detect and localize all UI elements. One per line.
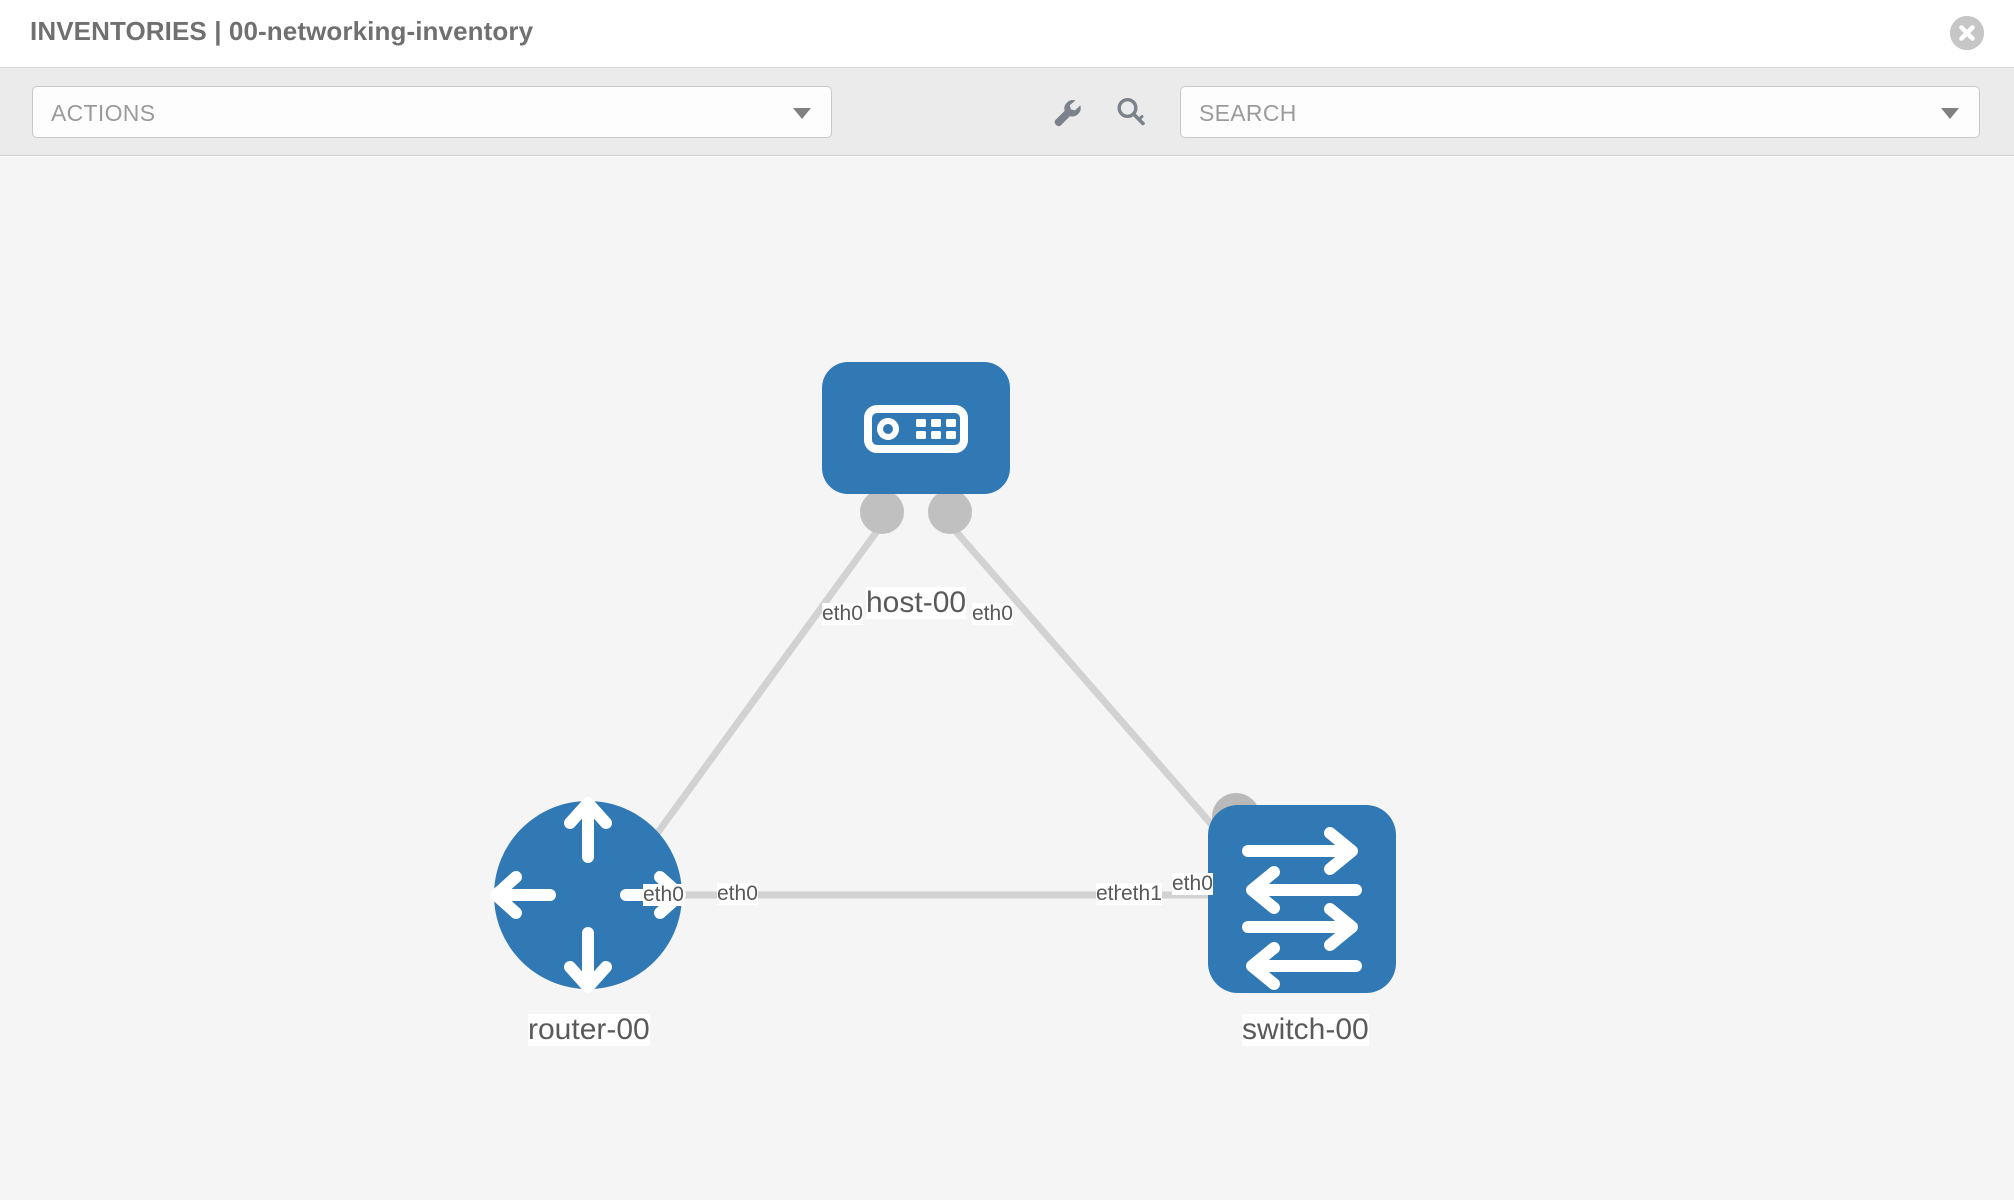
interface-label: eth0	[717, 882, 758, 906]
toolbar: ACTIONS SEARCH	[0, 68, 2014, 156]
search-input[interactable]: SEARCH	[1180, 86, 1980, 138]
actions-dropdown[interactable]: ACTIONS	[32, 86, 832, 138]
interface-label: eth0	[822, 602, 863, 626]
topology-links	[637, 524, 1243, 899]
interface-label: eth0	[643, 883, 684, 907]
server-icon	[864, 405, 968, 453]
interface-label: eth1	[1121, 882, 1162, 906]
connector-nub	[928, 490, 972, 534]
wrench-icon[interactable]	[1046, 92, 1086, 132]
node-host-00	[822, 362, 1010, 494]
actions-dropdown-label: ACTIONS	[51, 100, 156, 126]
topology-graph	[490, 362, 1396, 993]
node-label-host-00: host-00	[866, 586, 967, 619]
close-icon[interactable]	[1950, 16, 1984, 50]
link-host00-switch00	[949, 524, 1243, 860]
interface-label: eth0	[1172, 872, 1213, 896]
interface-label: eth0	[972, 602, 1013, 626]
switch-arrows-icon	[1242, 827, 1362, 990]
connector-nub	[860, 490, 904, 534]
chevron-down-icon	[793, 108, 811, 119]
search-placeholder: SEARCH	[1199, 100, 1297, 126]
node-label-router-00: router-00	[528, 1013, 650, 1046]
node-label-switch-00: switch-00	[1242, 1013, 1369, 1046]
page-title: INVENTORIES | 00-networking-inventory	[30, 16, 534, 46]
chevron-down-icon[interactable]	[1941, 108, 1959, 119]
topology-canvas[interactable]: eth0 host-00 eth0 eth0 eth0 eth0 eth0 et…	[0, 157, 2014, 1200]
magnifier-key-icon[interactable]	[1110, 92, 1150, 132]
node-switch-00	[1208, 805, 1396, 993]
link-host00-router00	[637, 524, 883, 860]
topology-connectors	[633, 490, 1260, 917]
page-header: INVENTORIES | 00-networking-inventory	[0, 0, 2014, 68]
